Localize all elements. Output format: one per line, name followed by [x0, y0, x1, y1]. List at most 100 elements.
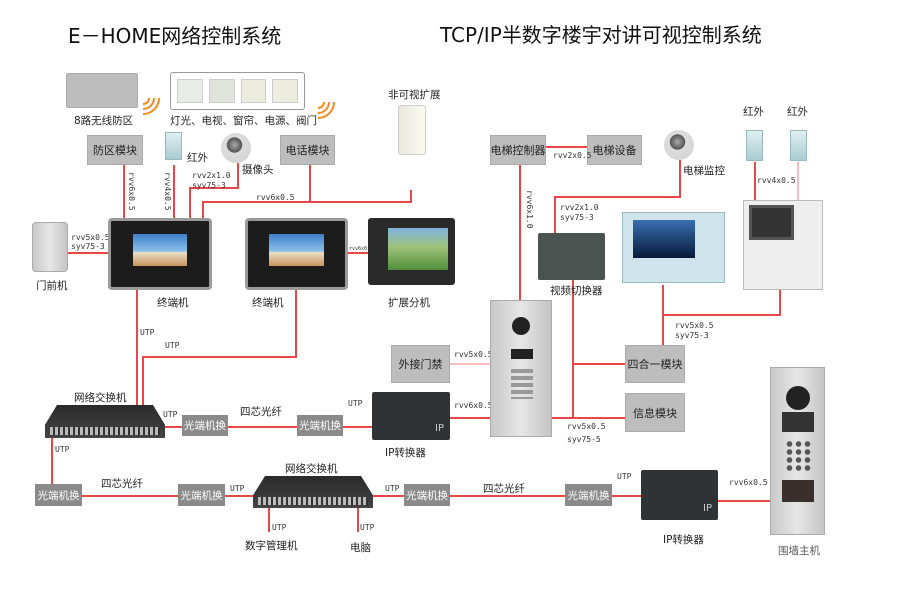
wire-modules [552, 280, 625, 419]
wire-label-info-b: syv75-5 [567, 435, 601, 444]
keypad-icon [511, 369, 533, 399]
wire-label-elev-down: rvv6x1.0 [525, 190, 534, 229]
non-visual-ext-label: 非可视扩展 [388, 89, 441, 101]
ip-converter-2-label: IP转换器 [663, 534, 704, 546]
zone-module: 防区模块 [87, 135, 143, 165]
four-in-one-module: 四合一模块 [625, 345, 685, 383]
ip-badge: IP [435, 423, 444, 434]
camera-label: 摄像头 [242, 164, 274, 176]
switch-panel-label: 灯光、电视、窗帘、电源、阀门 [170, 115, 317, 127]
wire-switch2-down [268, 508, 359, 532]
wall-master-station [770, 367, 825, 535]
switch-icon [272, 79, 298, 103]
fiber-converter: 光端机换 [35, 484, 82, 506]
wire-label-access: rvv5x0.5 [454, 350, 493, 359]
ip-converter-1-device: IP [372, 392, 450, 440]
switch-panel [170, 72, 305, 110]
wall-master-label: 围墙主机 [778, 545, 820, 557]
intercom-handset-device [743, 200, 823, 290]
wire-label-utp: UTP [385, 484, 400, 493]
wire-phone [202, 165, 412, 218]
card-reader-icon [782, 480, 814, 502]
wire-label-door-a: rvv5x0.5 [71, 233, 110, 242]
fiber-label: 四芯光纤 [101, 478, 143, 490]
handset-icon [398, 105, 426, 155]
terminal-2-device [245, 218, 348, 290]
wire-monitor [662, 285, 781, 345]
wire-label-zone: rvv6x0.5 [127, 172, 136, 211]
wire-label-utp: UTP [272, 523, 287, 532]
wire-label-info-a: rvv5x0.5 [567, 422, 606, 431]
camera-lens-icon [786, 386, 810, 410]
wire-label-utp: UTP [360, 523, 375, 532]
ip-converter-1-label: IP转换器 [385, 447, 426, 459]
wire-label-phone: rvv6x0.5 [256, 193, 295, 202]
display-icon [511, 349, 533, 359]
title-intercom: TCP/IP半数字楼宇对讲可视控制系统 [440, 23, 762, 47]
fiber-converter: 光端机换 [565, 484, 612, 506]
elevator-equipment: 电梯设备 [587, 135, 642, 165]
wire-label-ipc1: rvv6x0.5 [454, 401, 493, 410]
infrared-sensor-icon [790, 130, 807, 161]
wire-label-utp: UTP [230, 484, 245, 493]
network-switch-2-label: 网络交换机 [285, 463, 338, 475]
network-switch-2-device [253, 476, 373, 508]
infrared-sensor-icon [165, 132, 182, 160]
elevator-monitor-label: 电梯监控 [683, 165, 725, 177]
wire-label-door-b: syv75-3 [71, 242, 105, 251]
fiber-converter: 光端机换 [182, 415, 228, 436]
network-switch-1-label: 网络交换机 [74, 392, 127, 404]
fiber-label: 四芯光纤 [483, 483, 525, 495]
fiber-label: 四芯光纤 [240, 406, 282, 418]
infrared-a-label: 红外 [743, 106, 764, 118]
phone-module: 电话模块 [280, 135, 335, 165]
computer-label: 电脑 [350, 542, 371, 554]
ip-badge: IP [703, 503, 712, 514]
wire-label-cam-b: syv75-3 [192, 181, 226, 190]
elevator-controller: 电梯控制器 [490, 135, 546, 165]
wireless-zone-label: 8路无线防区 [74, 115, 134, 127]
wire-camera [189, 163, 239, 218]
wire-label-utp: UTP [348, 399, 363, 408]
wire-label-elev: rvv2x0.5 [553, 151, 592, 160]
wire-label-vs-a: rvv2x1.0 [560, 203, 599, 212]
wire-label-ir2: rvv4x0.5 [757, 176, 796, 185]
wire-label-utp: UTP [140, 328, 155, 337]
door-unit-device [32, 222, 68, 272]
wire-label-ir: rvv4x0.5 [163, 172, 172, 211]
video-switcher-device [538, 233, 605, 280]
title-ehome: E－HOME网络控制系统 [68, 24, 282, 48]
wireless-zone-device [66, 73, 138, 108]
video-switcher-label: 视频切换器 [550, 285, 603, 297]
wire-label-vs-b: syv75-3 [560, 213, 594, 222]
switch-icon [240, 79, 267, 103]
camera-icon [221, 133, 251, 163]
display-icon [782, 412, 814, 432]
socket-icon [177, 79, 203, 103]
elevator-camera-icon [664, 130, 694, 160]
wire-label-utp: UTP [163, 410, 178, 419]
ip-converter-2-device: IP [641, 470, 718, 520]
infrared-b-label: 红外 [787, 106, 808, 118]
ext-access-module: 外接门禁 [391, 345, 450, 383]
unit-door-station [490, 300, 552, 437]
camera-lens-icon [512, 317, 530, 335]
keypad-icon [785, 440, 811, 472]
fiber-converter: 光端机换 [297, 415, 343, 436]
infrared-label: 红外 [187, 152, 208, 164]
wire-label-ipc2: rvv6x0.5 [729, 478, 768, 487]
wireless-signal-icon [142, 97, 335, 119]
ext-unit-device [368, 218, 455, 285]
wire-label-cam-a: rvv2x1.0 [192, 171, 231, 180]
terminal-1-label: 终端机 [157, 297, 189, 309]
wire-label-utp: UTP [617, 472, 632, 481]
wire-label-ext: rvv6x0.5 [349, 246, 374, 252]
ext-unit-label: 扩展分机 [388, 297, 430, 309]
wire-label-mon-a: rvv5x0.5 [675, 321, 714, 330]
wire-label-utp: UTP [165, 341, 180, 350]
wire-utp2 [142, 290, 297, 405]
fiber-converter: 光端机换 [404, 484, 450, 506]
digital-manager-label: 数字管理机 [245, 540, 298, 552]
network-switch-1-device [45, 405, 165, 438]
terminal-1-device [108, 218, 212, 290]
